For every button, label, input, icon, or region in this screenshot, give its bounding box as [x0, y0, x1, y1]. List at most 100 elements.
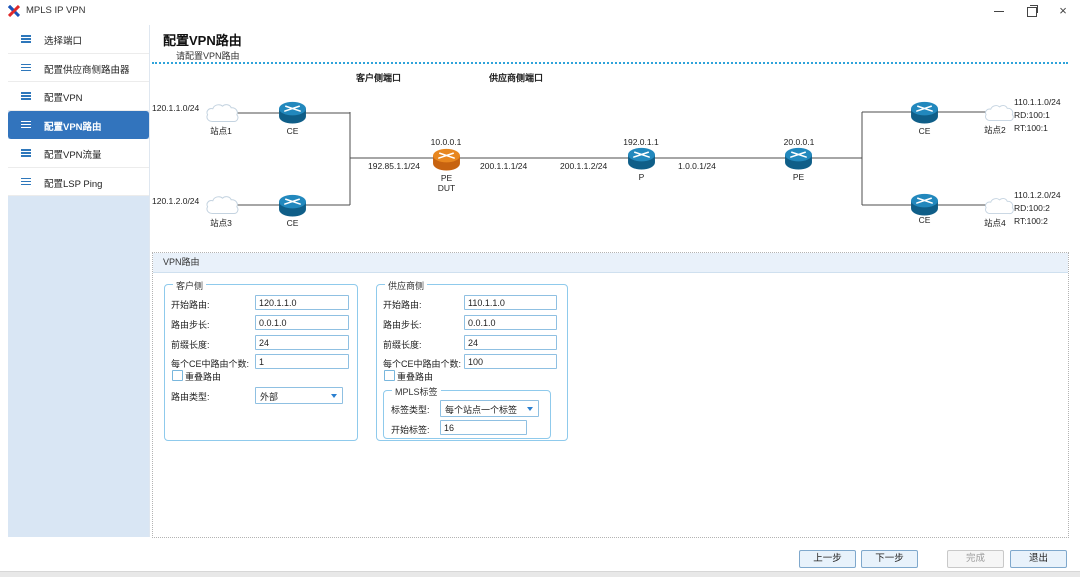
customer-overlap-checkbox[interactable] [172, 370, 183, 381]
routes-per-ce-label: 每个CE中路由个数: [171, 359, 250, 369]
link-label-1: 192.85.1.1/24 [368, 161, 420, 171]
site2-rd: RD:100:1 [1014, 110, 1050, 120]
site4-name: 站点4 [984, 218, 1006, 228]
customer-routes-per-ce-input[interactable] [255, 354, 349, 369]
prefix-length-label: 前缀长度: [171, 340, 210, 350]
label-type-label: 标签类型: [391, 405, 430, 415]
router-ce4-icon[interactable] [909, 192, 940, 217]
link-label-2: 200.1.1.1/24 [480, 161, 528, 171]
pe2-ip: 20.0.0.1 [783, 137, 815, 147]
router-ce1-icon[interactable] [277, 100, 308, 125]
chevron-down-icon [527, 407, 533, 411]
menu-icon [21, 92, 31, 100]
restore-icon [1030, 5, 1038, 13]
route-type-label: 路由类型: [171, 392, 210, 402]
next-button[interactable]: 下一步 [861, 550, 918, 568]
vpn-route-panel: VPN路由 客户侧 开始路由: 路由步长: 前缀长度: 每个CE中路由个数: 重… [152, 252, 1069, 538]
p-label: P [638, 172, 645, 182]
site4-cloud-icon [985, 198, 1014, 215]
link-label-3: 200.1.1.2/24 [560, 161, 608, 171]
window-title: MPLS IP VPN [26, 5, 86, 16]
mpls-group-title: MPLS标签 [392, 385, 441, 398]
sidebar-item-label: 配置VPN [44, 93, 83, 104]
route-type-value: 外部 [260, 392, 279, 402]
sidebar-item-config-vpn[interactable]: 配置VPN [8, 82, 149, 111]
provider-group-title: 供应商侧 [385, 279, 428, 292]
customer-route-step-input[interactable] [255, 315, 349, 330]
site1-cloud-icon [206, 104, 239, 122]
router-ce1-label: CE [286, 126, 299, 136]
page-subtitle: 请配置VPN路由 [176, 51, 240, 61]
exit-button[interactable]: 退出 [1010, 550, 1067, 568]
router-pe-dut-icon[interactable] [431, 147, 462, 172]
label-type-select[interactable]: 每个站点一个标签 [440, 400, 539, 417]
sidebar-item-provider-router[interactable]: 配置供应商侧路由器 [8, 53, 149, 82]
close-button[interactable]: × [1059, 3, 1067, 18]
start-label-input[interactable] [440, 420, 527, 435]
pe-dut-ip: 10.0.0.1 [430, 137, 462, 147]
site3-name: 站点3 [210, 218, 232, 228]
pe2-label: PE [792, 172, 805, 182]
router-p-icon[interactable] [626, 146, 657, 171]
router-ce2-label: CE [918, 126, 931, 136]
chevron-down-icon [331, 394, 337, 398]
site3-subnet: 120.1.2.0/24 [152, 196, 200, 206]
minimize-button[interactable] [984, 0, 1014, 22]
sidebar-item-config-vpn-route[interactable]: 配置VPN路由 [8, 110, 149, 139]
dotted-divider [152, 62, 1068, 64]
sidebar-item-label: 配置VPN路由 [44, 121, 102, 133]
restore-button[interactable] [1016, 0, 1046, 22]
prev-button[interactable]: 上一步 [799, 550, 856, 568]
customer-start-route-input[interactable] [255, 295, 349, 310]
sidebar-item-select-port[interactable]: 选择端口 [8, 25, 149, 54]
finish-button[interactable]: 完成 [947, 550, 1004, 568]
start-route-label: 开始路由: [171, 300, 210, 310]
app-logo-icon [8, 5, 20, 17]
sidebar-item-label: 配置LSP Ping [44, 178, 103, 190]
site1-subnet: 120.1.1.0/24 [152, 103, 200, 113]
route-type-select[interactable]: 外部 [255, 387, 343, 404]
page-title: 配置VPN路由 [163, 33, 242, 48]
start-label-label: 开始标签: [391, 425, 430, 435]
router-pe2-icon[interactable] [783, 146, 814, 171]
menu-icon [21, 177, 31, 186]
site2-cloud-icon [985, 105, 1014, 122]
customer-port-label: 客户侧端口 [356, 73, 402, 83]
router-ce2-icon[interactable] [909, 100, 940, 125]
link-label-4: 1.0.0.1/24 [678, 161, 716, 171]
site4-rd: RD:100:2 [1014, 203, 1050, 213]
sidebar-item-config-vpn-traffic[interactable]: 配置VPN流量 [8, 139, 149, 168]
router-ce3-icon[interactable] [277, 193, 308, 218]
provider-route-step-input[interactable] [464, 315, 557, 330]
router-ce3-label: CE [286, 218, 299, 228]
prefix-length-label: 前缀长度: [383, 340, 422, 350]
provider-overlap-checkbox[interactable] [384, 370, 395, 381]
sidebar-item-config-lsp-ping[interactable]: 配置LSP Ping [8, 167, 149, 196]
sidebar-item-label: 配置供应商侧路由器 [44, 64, 130, 76]
mpls-label-group: MPLS标签 标签类型: 每个站点一个标签 开始标签: [383, 385, 551, 439]
start-route-label: 开始路由: [383, 300, 422, 310]
route-step-label: 路由步长: [383, 320, 422, 330]
provider-routes-per-ce-input[interactable] [464, 354, 557, 369]
provider-port-label: 供应商侧端口 [489, 73, 544, 83]
router-ce4-label: CE [918, 215, 931, 225]
provider-start-route-input[interactable] [464, 295, 557, 310]
p-ip: 192.0.1.1 [623, 137, 659, 147]
pe-dut-sublabel: DUT [437, 183, 456, 193]
menu-icon [21, 63, 31, 72]
customer-prefix-input[interactable] [255, 335, 349, 350]
overlap-route-label: 重叠路由 [397, 372, 434, 382]
site2-name: 站点2 [984, 125, 1006, 135]
site2-rt: RT:100:1 [1014, 123, 1048, 133]
provider-prefix-input[interactable] [464, 335, 557, 350]
site1-name: 站点1 [210, 126, 232, 136]
label-type-value: 每个站点一个标签 [445, 405, 518, 415]
site4-rt: RT:100:2 [1014, 216, 1048, 226]
sidebar: 选择端口 配置供应商侧路由器 配置VPN 配置VPN路由 配置VPN流量 配置L… [8, 25, 150, 537]
overlap-route-label: 重叠路由 [185, 372, 222, 382]
vpn-panel-title: VPN路由 [153, 253, 1068, 273]
menu-icon [21, 149, 31, 157]
customer-side-group: 客户侧 开始路由: 路由步长: 前缀长度: 每个CE中路由个数: 重叠路由 路由… [164, 279, 358, 441]
routes-per-ce-label: 每个CE中路由个数: [383, 359, 462, 369]
